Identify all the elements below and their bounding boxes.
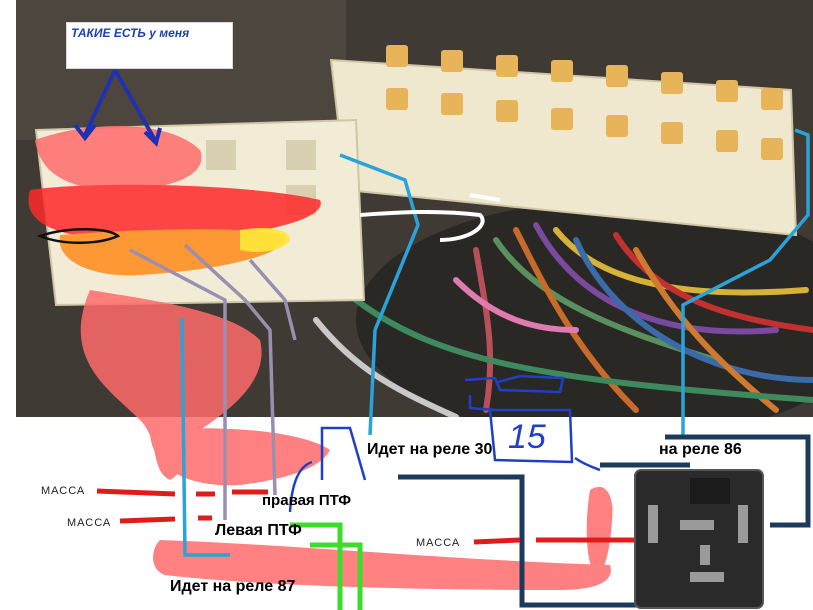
relay-code-mark: 15 — [508, 418, 546, 456]
relay-86-label: на реле 86 — [659, 441, 742, 458]
relay-30-label: Идет на реле 30 — [367, 441, 493, 458]
relay-87-label: Идет на реле 87 — [170, 578, 296, 595]
white-marks — [359, 193, 501, 242]
ground-label-3: МАССА — [416, 537, 461, 549]
left-fog-light-label: Левая ПТФ — [215, 522, 302, 539]
red-highlight-marks — [28, 126, 613, 590]
note-text: ТАКИЕ ЕСТЬ у меня — [71, 26, 190, 40]
relay-wires — [180, 128, 810, 557]
fog-light-wires — [129, 243, 297, 520]
ground-wires — [96, 488, 650, 545]
ground-label-1: МАССА — [41, 485, 86, 497]
hand-drawn-marks — [36, 228, 601, 513]
ground-label-2: МАССА — [67, 517, 112, 529]
green-wires — [290, 522, 363, 610]
right-fog-light-label: правая ПТФ — [262, 492, 352, 509]
relay-navy-wires — [398, 434, 811, 608]
pointer-arrows — [73, 69, 162, 147]
relay-image — [634, 469, 764, 609]
note-box: ТАКИЕ ЕСТЬ у меня — [66, 22, 233, 69]
yellow-mark — [240, 228, 290, 252]
